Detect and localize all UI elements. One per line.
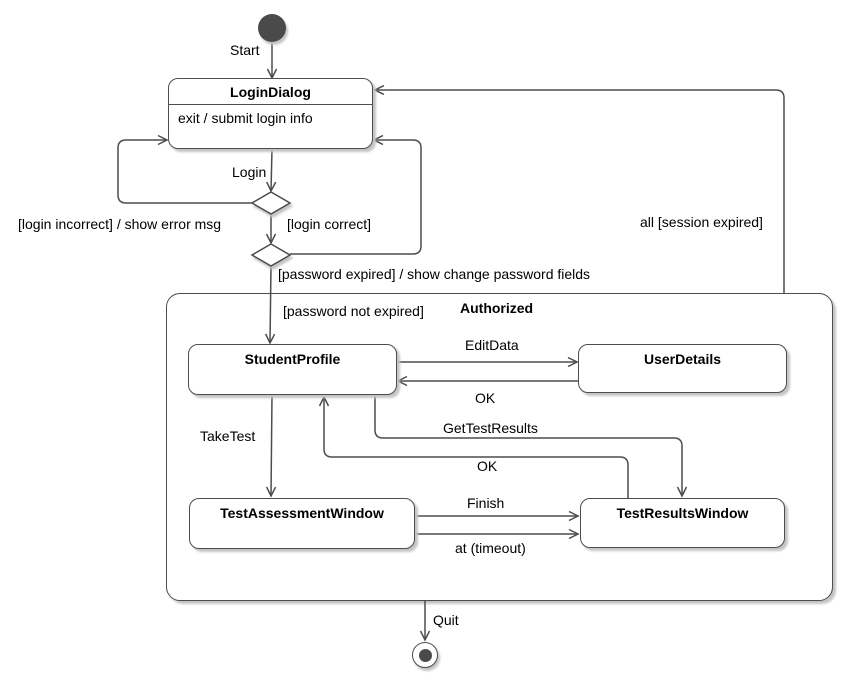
label-login-incorrect: [login incorrect] / show error msg [18, 216, 222, 232]
state-user-details-title: UserDetails [643, 351, 722, 367]
label-ok-from-test-results: OK [477, 458, 498, 474]
state-login-dialog-title: LoginDialog [169, 79, 372, 105]
label-password-not-expired: [password not expired] [283, 303, 424, 319]
edge-get-test-results [374, 395, 682, 496]
label-login-correct: [login correct] [287, 216, 372, 232]
state-login-dialog-activity: exit / submit login info [178, 110, 313, 126]
final-state-node [412, 642, 438, 668]
label-ok-from-user-details: OK [475, 390, 496, 406]
edge-password-not-expired [270, 265, 271, 343]
label-finish: Finish [467, 495, 505, 511]
state-login-dialog: LoginDialog exit / submit login info [168, 78, 373, 149]
state-test-assessment-window: TestAssessmentWindow [189, 498, 415, 549]
state-test-assessment-window-title: TestAssessmentWindow [220, 505, 384, 521]
edge-take-test [271, 394, 272, 496]
label-session-expired: all [session expired] [640, 214, 763, 230]
initial-state-node [258, 14, 286, 42]
state-test-results-window: TestResultsWindow [580, 498, 785, 548]
state-user-details: UserDetails [578, 344, 787, 393]
choice-diamond-password [250, 243, 292, 267]
state-test-results-window-title: TestResultsWindow [616, 505, 749, 521]
edge-login-to-choice [271, 148, 272, 191]
edge-password-expired-loop [290, 140, 422, 255]
state-authorized-title: Authorized [460, 300, 534, 316]
label-quit: Quit [433, 612, 459, 628]
edge-ok-from-test-results [324, 397, 629, 498]
label-password-expired: [password expired] / show change passwor… [278, 266, 591, 282]
state-student-profile: StudentProfile [188, 344, 397, 395]
label-timeout: at (timeout) [455, 540, 526, 556]
label-login: Login [232, 164, 267, 180]
state-student-profile-title: StudentProfile [244, 351, 341, 367]
label-get-test-results: GetTestResults [443, 420, 538, 436]
final-state-dot [418, 648, 432, 662]
edge-session-expired [375, 90, 785, 293]
label-take-test: TakeTest [200, 428, 256, 444]
choice-diamond-login [250, 191, 292, 215]
edge-login-incorrect-loop [117, 140, 252, 204]
label-start: Start [230, 42, 260, 58]
label-edit-data: EditData [465, 337, 519, 353]
